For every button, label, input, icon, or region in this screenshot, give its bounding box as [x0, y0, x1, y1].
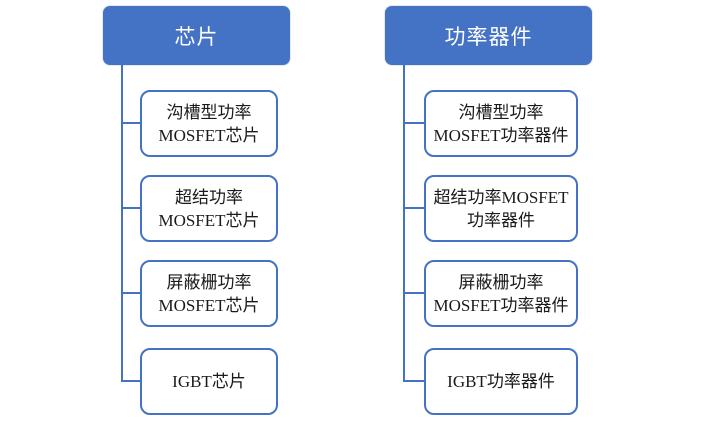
node-label-line: IGBT功率器件	[447, 372, 555, 391]
node-label-line: IGBT芯片	[172, 372, 246, 391]
node-label-line: 超结功率	[175, 187, 243, 207]
connector-branch	[403, 122, 424, 124]
tree-node-trench-mosfet-device: 沟槽型功率 MOSFET功率器件	[424, 90, 578, 157]
tree-root-node-chip: 芯片	[103, 6, 290, 65]
node-label-line: MOSFET芯片	[158, 125, 260, 145]
tree-node-igbt-chip: IGBT芯片	[140, 348, 278, 415]
connector-branch	[403, 207, 424, 209]
connector-spine	[121, 65, 123, 382]
tree-node-trench-mosfet-chip: 沟槽型功率 MOSFET芯片	[140, 90, 278, 157]
node-label-line: MOSFET芯片	[158, 295, 260, 315]
tree-root-node-power-device: 功率器件	[385, 6, 592, 65]
node-label-line: 沟槽型功率	[458, 102, 544, 122]
tree-node-shielded-gate-mosfet-chip: 屏蔽栅功率 MOSFET芯片	[140, 260, 278, 327]
node-label-line: 沟槽型功率	[166, 102, 252, 122]
node-label-line: 功率器件	[467, 210, 535, 230]
connector-spine	[403, 65, 405, 382]
tree-node-superjunction-mosfet-chip: 超结功率 MOSFET芯片	[140, 175, 278, 242]
node-label-line: MOSFET功率器件	[433, 295, 569, 315]
connector-branch	[403, 292, 424, 294]
connector-branch	[403, 380, 424, 382]
node-label-line: 屏蔽栅功率	[458, 272, 544, 292]
node-label-line: MOSFET功率器件	[433, 125, 569, 145]
connector-branch	[121, 292, 140, 294]
node-label-line: 超结功率MOSFET	[433, 187, 569, 207]
tree-node-shielded-gate-mosfet-device: 屏蔽栅功率 MOSFET功率器件	[424, 260, 578, 327]
node-label-line: MOSFET芯片	[158, 210, 260, 230]
tree-node-igbt-device: IGBT功率器件	[424, 348, 578, 415]
tree-node-superjunction-mosfet-device: 超结功率MOSFET 功率器件	[424, 175, 578, 242]
connector-branch	[121, 122, 140, 124]
connector-branch	[121, 207, 140, 209]
connector-branch	[121, 380, 140, 382]
node-label-line: 屏蔽栅功率	[166, 272, 252, 292]
